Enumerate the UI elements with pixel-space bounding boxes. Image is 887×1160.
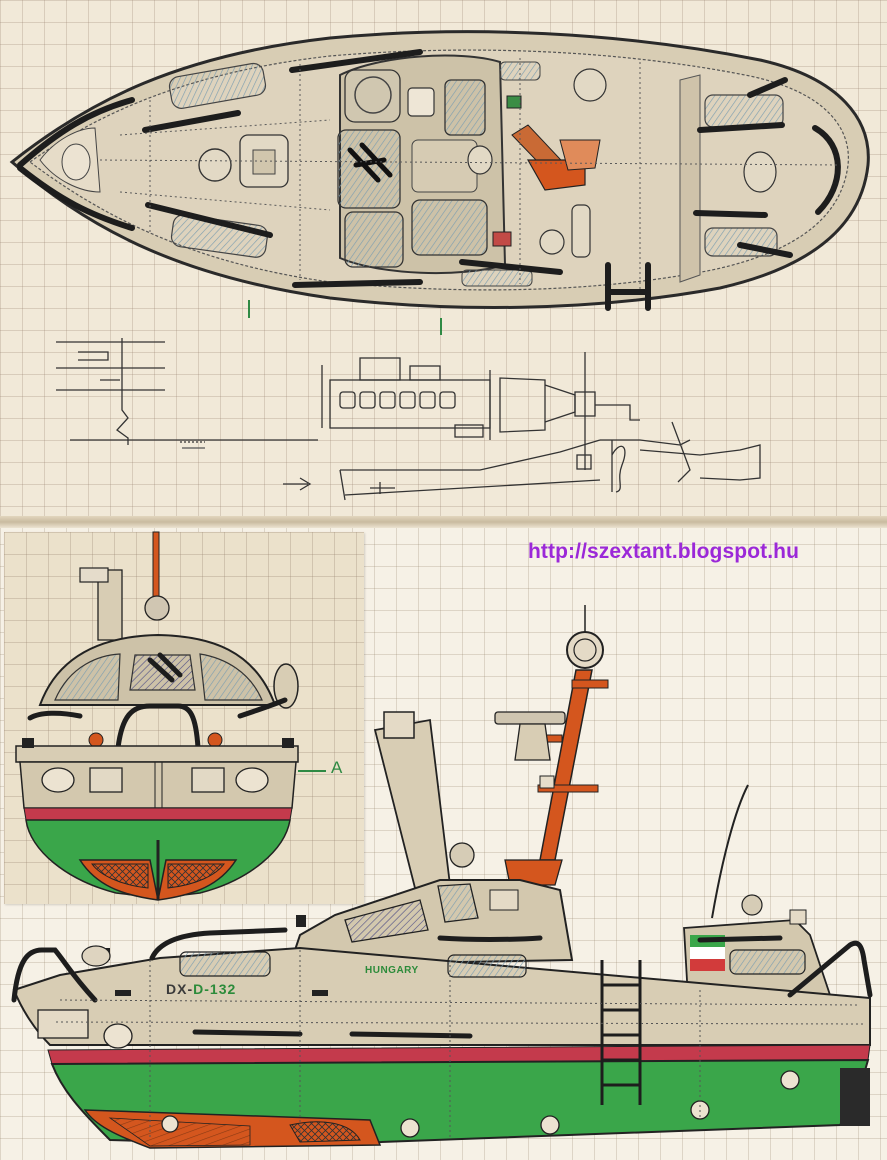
page-fold xyxy=(0,516,887,528)
registration-letter: D xyxy=(193,981,205,997)
deck-plan-view xyxy=(9,30,870,311)
drive-train-schematic xyxy=(56,338,761,501)
registration-number: DX-D-132 xyxy=(166,981,236,997)
blog-url-watermark: http://szextant.blogspot.hu xyxy=(528,540,800,563)
registration-digits: -132 xyxy=(204,981,237,997)
section-line-marks xyxy=(248,300,442,335)
bow-front-view xyxy=(15,531,326,901)
country-name-marking: HUNGARY xyxy=(365,965,419,976)
section-mark-label: A xyxy=(331,758,343,777)
side-profile-view xyxy=(11,605,873,1149)
registration-prefix: DX- xyxy=(166,981,194,997)
